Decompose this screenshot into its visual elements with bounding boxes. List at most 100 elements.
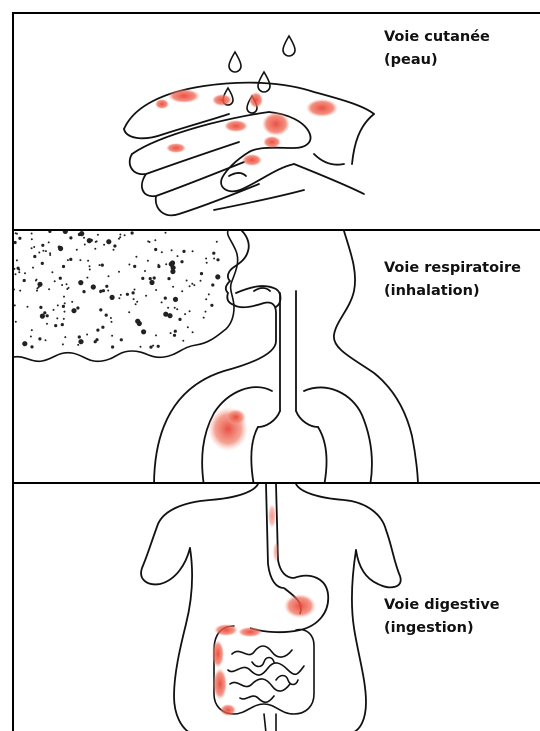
particle-dot — [200, 280, 202, 282]
route-title: Voie cutanée — [384, 26, 490, 49]
panel-respiratory-route: Voie respiratoire (inhalation) — [12, 229, 540, 484]
particle-dot — [30, 336, 32, 338]
particle-dot — [192, 331, 194, 333]
particle-dot — [84, 291, 86, 293]
particle-dot — [41, 244, 44, 247]
particle-dot — [62, 343, 64, 345]
particle-dot — [54, 324, 57, 327]
particle-dot — [54, 280, 56, 282]
particle-dot — [49, 254, 51, 256]
particle-dot — [32, 267, 34, 269]
particle-dot — [66, 288, 68, 290]
esophagus — [266, 484, 294, 588]
particle-dot — [63, 318, 65, 320]
particle-dot — [71, 308, 76, 313]
droplet-icon — [283, 36, 295, 56]
particle-dot — [78, 339, 83, 344]
particle-dot — [48, 241, 50, 243]
particle-dot — [187, 326, 189, 328]
particle-dot — [101, 326, 104, 329]
particle-dot — [178, 318, 181, 321]
particle-dot — [153, 276, 156, 279]
particle-dot — [31, 233, 33, 235]
particle-dot — [119, 234, 121, 236]
particle-dot — [157, 345, 160, 348]
particle-dot — [99, 290, 102, 293]
particle-dot — [39, 306, 42, 309]
particle-dot — [97, 234, 99, 236]
particle-dot — [14, 289, 15, 291]
particle-dot — [193, 284, 195, 286]
particle-dot — [27, 306, 29, 308]
particle-dot — [206, 262, 208, 264]
particle-dot — [22, 341, 27, 346]
particle-dot — [103, 244, 105, 246]
particle-dot — [170, 332, 172, 334]
particle-dot — [169, 262, 174, 267]
particle-dot — [205, 298, 207, 300]
route-subtitle: (peau) — [384, 49, 490, 72]
particle-dot — [31, 238, 33, 240]
particle-dot — [189, 310, 191, 312]
particle-dot — [174, 307, 176, 309]
particle-dot — [33, 255, 36, 258]
particle-dot — [64, 311, 66, 313]
particle-dot — [171, 249, 173, 251]
particle-dot — [144, 270, 146, 272]
particle-dot — [89, 269, 91, 271]
route-title: Voie respiratoire — [384, 257, 521, 280]
particle-dot — [67, 259, 69, 261]
particle-dot — [135, 319, 140, 324]
particle-dot — [165, 232, 167, 234]
particle-dot — [118, 238, 120, 240]
particle-dot — [15, 273, 17, 275]
route-subtitle: (ingestion) — [384, 617, 500, 640]
particle-dot — [173, 297, 178, 302]
particle-dot — [176, 308, 178, 310]
particle-dot — [180, 260, 183, 263]
particle-dot — [31, 247, 33, 249]
particle-dot — [71, 301, 73, 303]
particle-dot — [48, 288, 50, 290]
particle-dot — [76, 249, 78, 251]
particle-dot — [172, 286, 174, 288]
particle-dot — [141, 329, 146, 334]
particle-dot — [62, 265, 65, 268]
particle-dot — [38, 286, 40, 288]
particle-dot — [149, 241, 151, 243]
particle-dot — [38, 252, 40, 254]
body-outline — [154, 231, 418, 484]
particle-dot — [108, 275, 110, 277]
particle-dot — [126, 293, 129, 296]
particle-dot — [86, 334, 88, 336]
particle-dot — [36, 290, 38, 292]
particle-dot — [124, 234, 126, 236]
particle-dot — [96, 329, 99, 332]
particle-dot — [135, 256, 137, 258]
particle-dot — [184, 313, 186, 315]
particle-dot — [182, 340, 184, 342]
panel-digestive-route: Voie digestive (ingestion) — [12, 482, 540, 731]
particle-dot — [46, 323, 48, 325]
particle-dot — [16, 233, 18, 235]
particle-dot — [57, 304, 59, 306]
particle-dot — [14, 268, 15, 270]
particle-dot — [49, 252, 51, 254]
particle-dot — [110, 295, 115, 300]
particle-dot — [173, 334, 176, 337]
particle-dot — [91, 284, 96, 289]
particle-dot — [84, 244, 86, 246]
particle-dot — [15, 321, 17, 323]
particle-dot — [19, 290, 21, 292]
particle-dot — [77, 344, 79, 346]
particle-dot — [61, 284, 63, 286]
particle-dot — [186, 280, 188, 282]
particle-dot — [16, 259, 18, 261]
particle-dot — [128, 264, 130, 266]
particle-dot — [211, 283, 214, 286]
particle-dot — [205, 311, 207, 313]
cloud-outline — [14, 231, 238, 361]
particle-dot — [167, 307, 169, 309]
particle-dot — [64, 302, 66, 304]
particle-dot — [177, 255, 179, 257]
